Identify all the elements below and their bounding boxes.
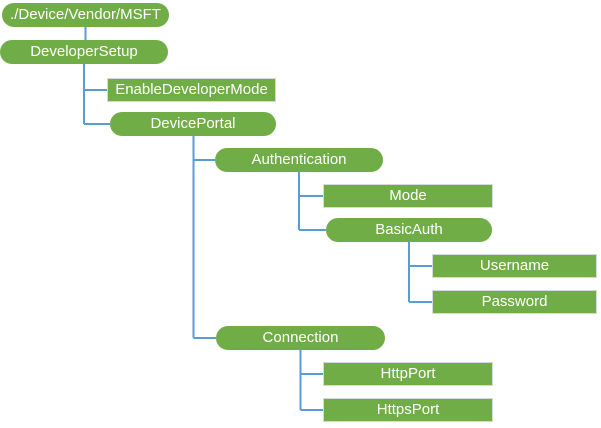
node-password: Password [432, 290, 597, 314]
node-username: Username [432, 254, 597, 278]
connector-deviceportal-children [192, 136, 216, 339]
node-device-vendor-msft: ./Device/Vendor/MSFT [2, 3, 169, 27]
node-mode: Mode [323, 184, 493, 208]
node-httpport: HttpPort [323, 362, 493, 386]
node-enabledevelopermode: EnableDeveloperMode [107, 78, 276, 102]
node-developersetup: DeveloperSetup [0, 40, 168, 64]
node-basicauth: BasicAuth [326, 218, 492, 242]
connector-authentication-children [298, 172, 326, 231]
node-connection: Connection [216, 326, 385, 350]
node-deviceportal: DevicePortal [110, 112, 276, 136]
node-httpsport: HttpsPort [323, 398, 493, 422]
connector-basicauth-children [408, 242, 432, 303]
node-authentication: Authentication [215, 148, 383, 172]
connector-connection-children [299, 350, 323, 411]
